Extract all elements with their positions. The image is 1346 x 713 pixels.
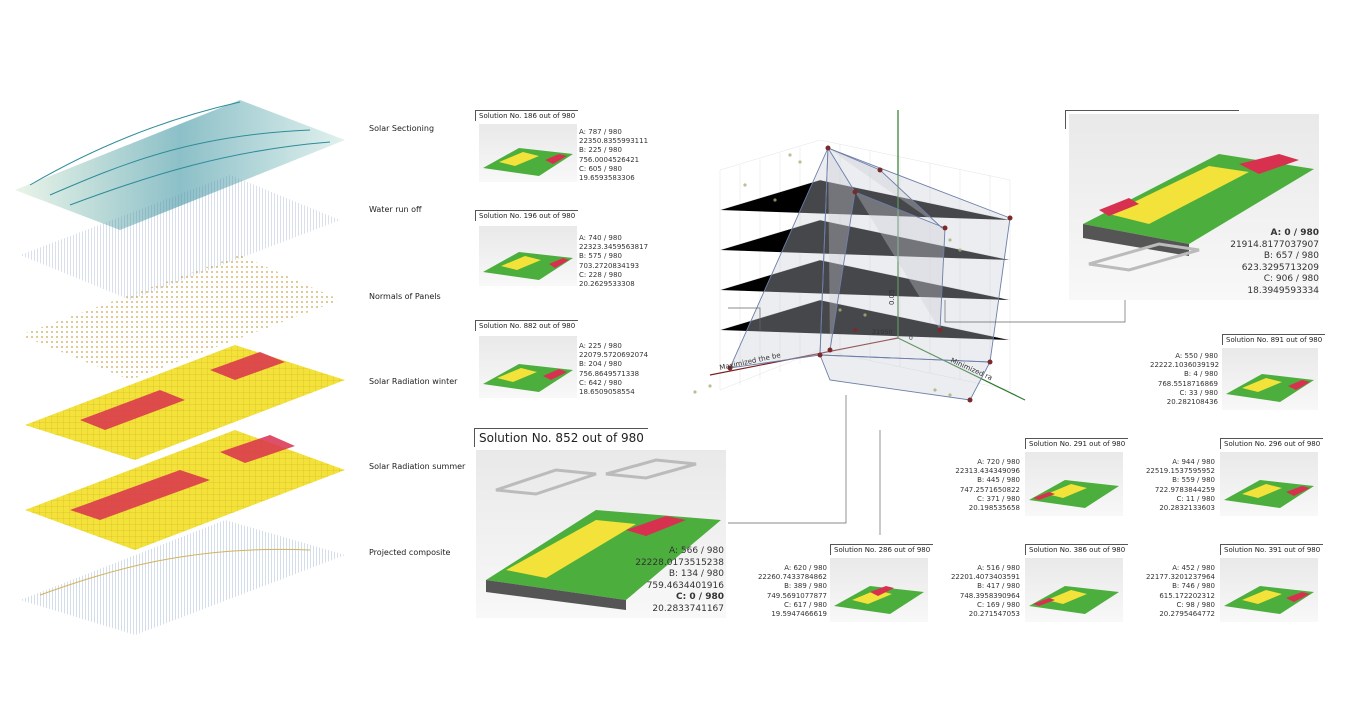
solution-title: Solution No. 386 out of 980 xyxy=(1025,544,1129,555)
solution-render xyxy=(1025,452,1123,516)
layer-label-radiation-summer: Solar Radiation summer xyxy=(369,462,466,471)
solution-card[interactable]: Solution No. 286 out of 980 A: 620 / 980… xyxy=(755,544,934,626)
solution-render xyxy=(1069,114,1319,300)
solution-title: Solution No. 196 out of 980 xyxy=(475,210,579,221)
plot-grid xyxy=(719,139,1011,391)
layer-stack xyxy=(15,100,345,635)
layer-projected-composite-visual xyxy=(20,520,345,635)
layer-label-water-runoff: Water run off xyxy=(369,205,422,214)
solution-card[interactable]: Solution No. 291 out of 980 A: 720 / 980… xyxy=(950,438,1129,520)
solution-render xyxy=(476,450,726,618)
solution-render xyxy=(479,336,577,398)
solution-card[interactable]: Solution No. 386 out of 980 A: 516 / 980… xyxy=(950,544,1129,626)
solution-card[interactable]: Solution No. 196 out of 980 A: 740 / 980… xyxy=(475,210,650,295)
solution-card-featured[interactable]: Solution No. 852 out of 980 A: 566 / 980… xyxy=(474,428,729,623)
pareto-3d-plot: Maximized the be Minimized ra 0.05 21950… xyxy=(693,110,1026,403)
axis-label-z: 0.05 xyxy=(888,289,896,305)
solution-render xyxy=(479,226,577,286)
layer-label-solar-sectioning: Solar Sectioning xyxy=(369,124,435,133)
solution-card[interactable]: Solution No. 296 out of 980 A: 944 / 980… xyxy=(1145,438,1324,520)
solution-title: Solution No. 391 out of 980 xyxy=(1220,544,1324,555)
layer-normals-visual xyxy=(20,255,340,380)
layer-label-normals: Normals of Panels xyxy=(369,292,441,301)
y-axis xyxy=(897,337,1026,401)
solution-card[interactable]: Solution No. 391 out of 980 A: 452 / 980… xyxy=(1145,544,1324,626)
solution-title: Solution No. 296 out of 980 xyxy=(1220,438,1324,449)
solution-title: Solution No. 852 out of 980 xyxy=(474,428,648,447)
solution-render xyxy=(1220,558,1318,622)
solution-points xyxy=(727,145,1013,403)
solution-title: Solution No. 186 out of 980 xyxy=(475,110,579,121)
layer-solar-sectioning-visual xyxy=(15,100,345,230)
solution-render xyxy=(1025,558,1123,622)
solution-title: Solution No. 891 out of 980 xyxy=(1222,334,1326,345)
layer-radiation-summer-visual xyxy=(25,430,345,550)
layer-radiation-winter-visual xyxy=(25,345,345,460)
solution-card[interactable]: Solution No. 186 out of 980 A: 787 / 980… xyxy=(475,110,650,190)
x-axis xyxy=(709,337,899,376)
pareto-hull xyxy=(729,147,1011,401)
solution-card-featured[interactable]: Solution No. 957 out of 980 A: 0 / 98021… xyxy=(1065,110,1320,302)
layer-water-runoff-visual xyxy=(20,175,340,300)
solution-title: Solution No. 291 out of 980 xyxy=(1025,438,1129,449)
axis-tick-b: 0 xyxy=(909,335,913,342)
solution-render xyxy=(1222,348,1318,410)
solution-title: Solution No. 286 out of 980 xyxy=(830,544,934,555)
layer-label-projected-composite: Projected composite xyxy=(369,548,451,557)
solution-title: Solution No. 882 out of 980 xyxy=(475,320,579,331)
axis-tick-a: 21950 xyxy=(872,328,893,336)
solution-render xyxy=(1220,452,1318,516)
solution-card[interactable]: Solution No. 891 out of 980 A: 550 / 980… xyxy=(1150,334,1326,414)
layer-label-radiation-winter: Solar Radiation winter xyxy=(369,377,458,386)
solution-render xyxy=(479,124,577,182)
solution-render xyxy=(830,558,928,622)
solution-card[interactable]: Solution No. 882 out of 980 A: 225 / 980… xyxy=(475,320,650,405)
population-points xyxy=(693,153,962,397)
